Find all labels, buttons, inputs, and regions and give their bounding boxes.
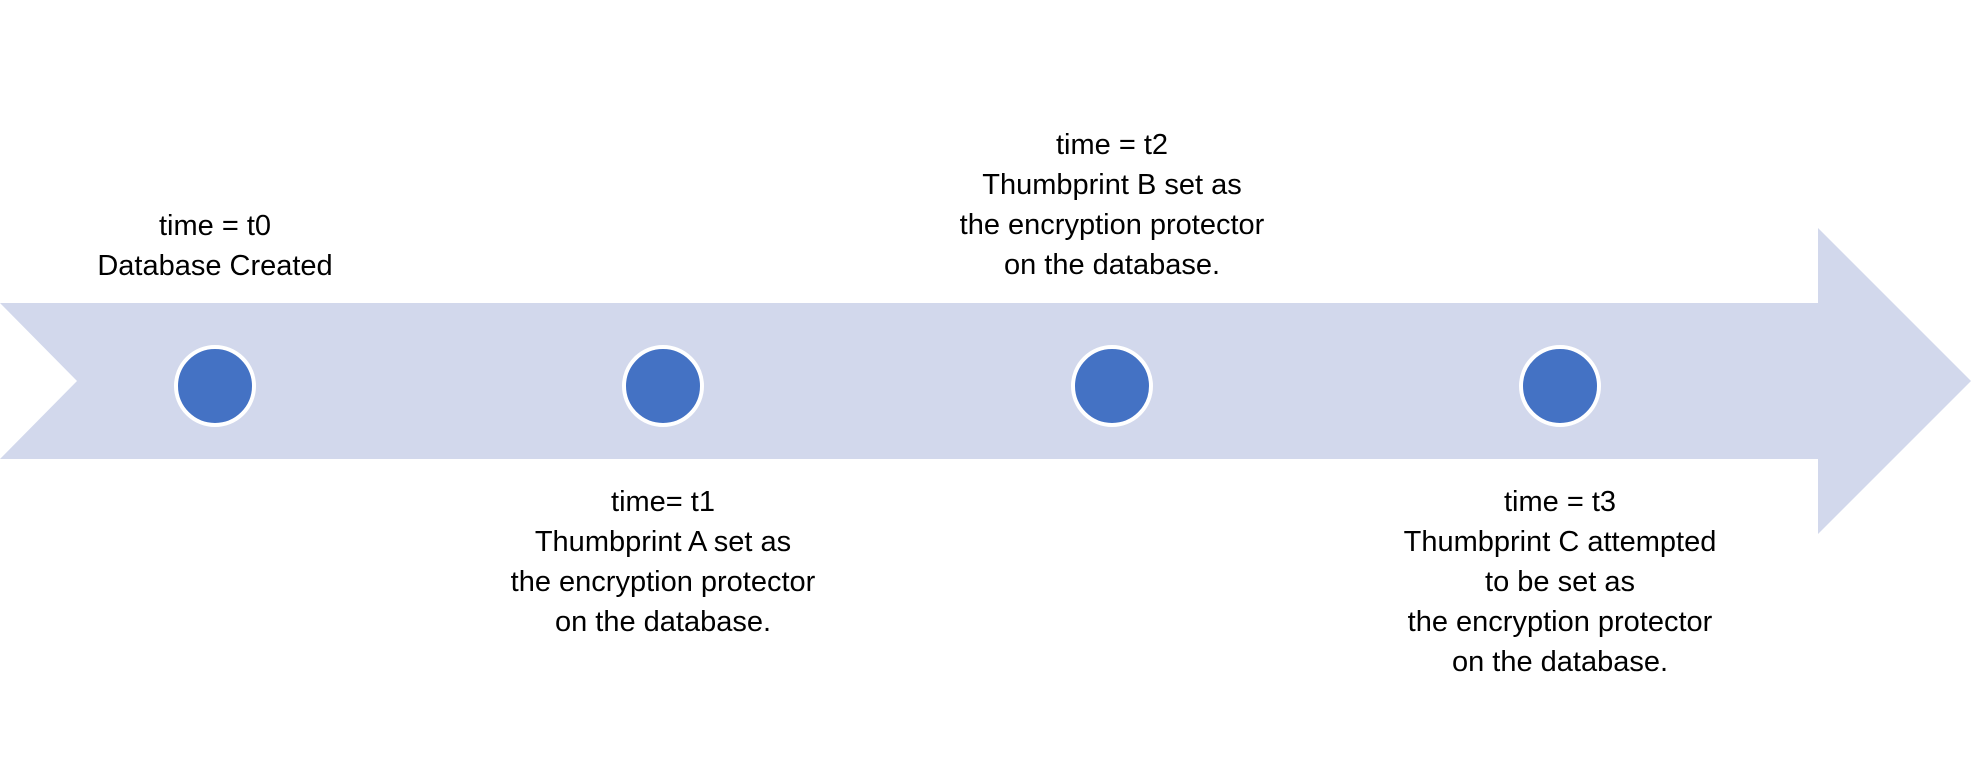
event-label-line: on the database. — [1003, 249, 1221, 281]
event-label-line: time= t1 — [611, 486, 715, 518]
event-label-line: time = t0 — [158, 210, 272, 242]
event-label-line: Thumbprint C attempted — [1403, 526, 1717, 558]
event-label-line: Thumbprint B set as — [982, 169, 1242, 201]
timeline-marker-t2 — [1071, 345, 1153, 427]
event-label-t0: time = t0 Database Created — [5, 206, 425, 286]
event-label-line: time = t2 — [1055, 129, 1169, 161]
event-label-t1: time= t1 Thumbprint A set as the encrypt… — [453, 482, 873, 642]
timeline-arrow — [0, 228, 1971, 534]
timeline-marker-t1 — [622, 345, 704, 427]
timeline-marker-t3 — [1519, 345, 1601, 427]
timeline-marker-t0 — [174, 345, 256, 427]
event-label-line: to be set as — [1485, 566, 1635, 598]
event-label-line: on the database. — [554, 606, 772, 638]
event-label-t2: time = t2 Thumbprint B set as the encryp… — [902, 125, 1322, 285]
event-label-line: the encryption protector — [510, 566, 816, 598]
event-label-line: the encryption protector — [959, 209, 1265, 241]
event-label-line: on the database. — [1451, 646, 1669, 678]
event-label-line: Database Created — [97, 250, 333, 282]
event-label-line: the encryption protector — [1407, 606, 1713, 638]
event-label-line: time = t3 — [1503, 486, 1617, 518]
event-label-line: Thumbprint A set as — [534, 526, 792, 558]
event-label-t3: time = t3 Thumbprint C attempted to be s… — [1350, 482, 1770, 682]
